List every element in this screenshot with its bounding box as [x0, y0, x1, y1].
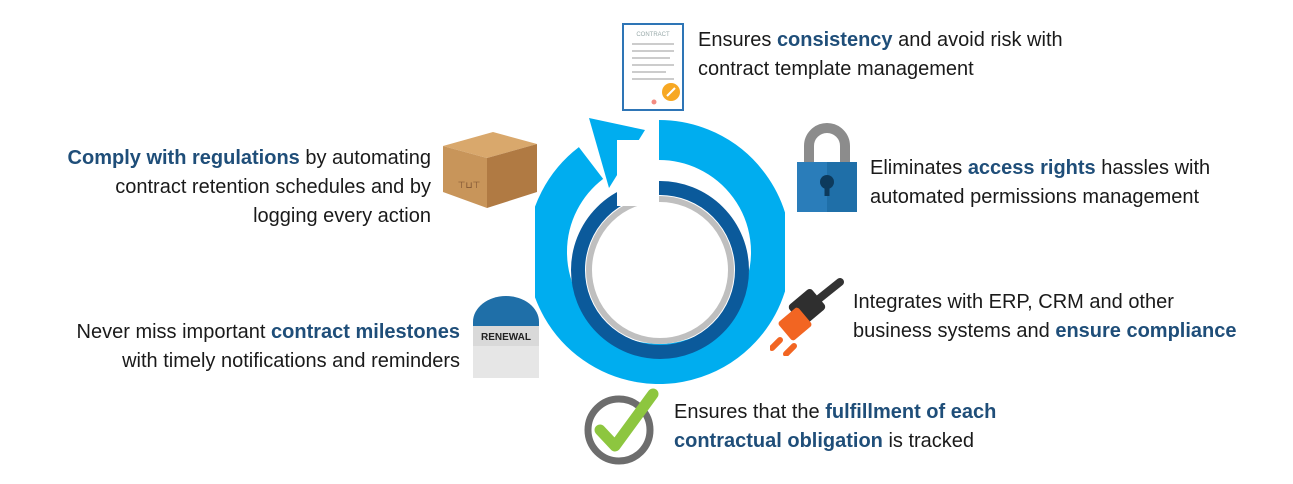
cycle-arrow-diagram	[535, 112, 785, 384]
checkmark-circle-icon	[583, 384, 663, 470]
svg-text:CONTRACT: CONTRACT	[636, 32, 670, 38]
padlock-icon	[795, 120, 859, 214]
access-rights-text: Eliminates access rights hassles with au…	[870, 157, 1211, 208]
archive-box-icon: ⊤⊔⊤	[441, 126, 539, 210]
integration-text: Integrates with ERP, CRM and other busin…	[853, 291, 1237, 342]
regulations-text: Comply with regulations by automating co…	[67, 147, 431, 227]
contract-document-icon: CONTRACT	[620, 22, 686, 112]
template-management-text: Ensures consistency and avoid risk with …	[698, 29, 1063, 80]
svg-text:⊤⊔⊤: ⊤⊔⊤	[458, 180, 481, 190]
milestones-text: Never miss important contract milestones…	[76, 321, 460, 372]
renewal-mailbox-icon: RENEWAL	[471, 294, 541, 378]
svg-text:RENEWAL: RENEWAL	[481, 332, 531, 343]
power-plug-icon	[770, 276, 846, 356]
obligation-tracking-text: Ensures that the fulfillment of each con…	[674, 401, 997, 452]
